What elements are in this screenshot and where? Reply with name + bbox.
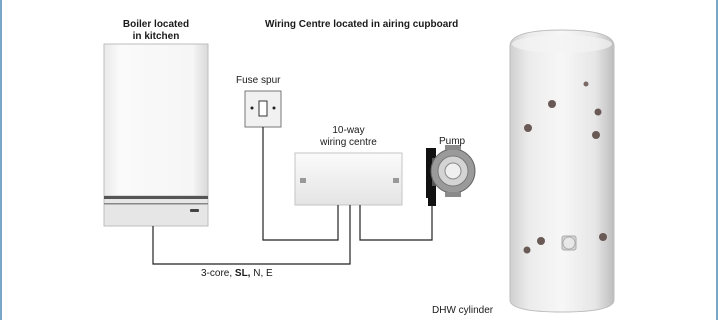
wiring-lines [152,127,433,265]
dhw-cylinder [509,29,615,313]
wiring-centre [294,152,403,206]
wiring-centre-to-pump-wire [359,205,433,241]
pump-label: Pump [439,136,466,147]
cable-label-suffix: N, E [250,268,273,279]
cable-label-prefix: 3-core, [201,268,235,279]
boiler-label-line1: Boiler located [122,19,190,30]
wiring-centre-label-line1: 10-way [332,125,365,136]
cable-label-switched-live: SL, [234,268,251,279]
fuse-spur [244,90,282,128]
boiler-to-wiring-centre-cable [152,205,351,265]
pump [426,145,476,206]
dhw-cylinder-label: DHW cylinder [432,305,494,316]
fuse-to-wiring-centre-wire [262,127,339,241]
fuse-spur-label: Fuse spur [236,75,281,86]
boiler-label: Boiler located in kitchen [104,19,208,43]
boiler-label-line2: in kitchen [132,31,180,42]
cable-label: 3-core, SL, N, E [201,268,273,280]
wiring-centre-label: 10-way wiring centre [300,125,397,149]
wiring-centre-location-title: Wiring Centre located in airing cupboard [265,19,459,30]
wiring-centre-label-line2: wiring centre [320,137,377,148]
boiler [103,43,209,227]
